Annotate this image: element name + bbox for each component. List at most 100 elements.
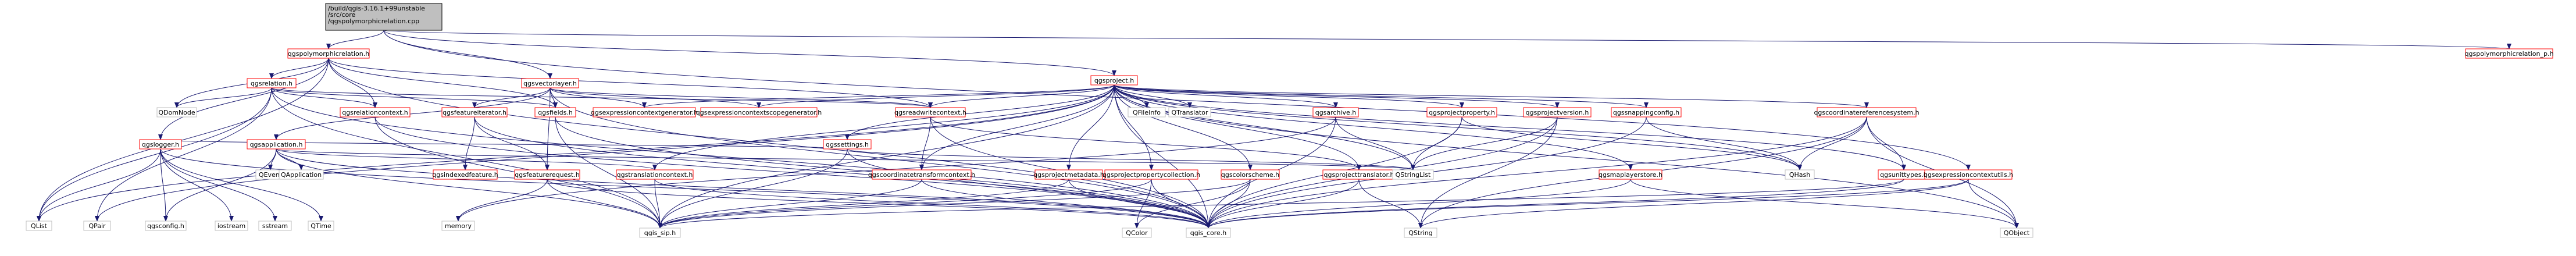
node-label: qgsexpressioncontextutils.h: [1924, 171, 2013, 179]
dependency-edge: [919, 84, 1115, 170]
header-node[interactable]: qgsrelation.h: [247, 78, 297, 88]
dependency-edge: [37, 58, 329, 222]
node-box: [872, 169, 972, 180]
node-label: qgis_core.h: [1190, 229, 1227, 237]
header-node[interactable]: qgssnappingconfig.h: [1611, 107, 1682, 118]
header-node[interactable]: qgsprojecttranslator.h: [1322, 169, 1396, 180]
dependency-edge: [160, 148, 1211, 229]
node-label: QString: [1408, 229, 1433, 237]
header-node[interactable]: qgsprojectproperty.h: [1426, 107, 1497, 118]
node-label: QList: [31, 222, 48, 230]
dependency-edge: [95, 84, 1115, 222]
header-node[interactable]: qgsfeatureiterator.h: [441, 107, 508, 118]
node-box: [215, 221, 248, 231]
node-label: qgsprojectproperty.h: [1429, 109, 1495, 116]
header-node[interactable]: qgsapplication.h: [247, 139, 306, 150]
dependency-edge: [456, 116, 1336, 222]
header-node[interactable]: qgsunittypes.h: [1878, 169, 1930, 180]
header-node[interactable]: qgsmaplayerstore.h: [1599, 169, 1662, 180]
header-node[interactable]: qgstranslationcontext.h: [616, 169, 694, 180]
dependency-edge: [1206, 116, 1867, 229]
header-node: QObject: [2000, 227, 2033, 238]
node-box: [1392, 169, 1434, 180]
header-node[interactable]: qgsvectorlayer.h: [521, 78, 579, 88]
node-label: qgsprojecttranslator.h: [1324, 171, 1394, 179]
node-label: qgsapplication.h: [250, 141, 303, 148]
header-node[interactable]: qgspolymorphicrelation.h: [287, 48, 370, 59]
node-box: [1312, 107, 1359, 118]
header-node[interactable]: qgscoordinatetransformcontext.h: [868, 169, 975, 180]
node-box: [514, 169, 580, 180]
dependency-edge: [757, 84, 1115, 108]
node-label: qgsarchive.h: [1315, 109, 1357, 116]
node-box: [26, 221, 52, 231]
dependency-edge: [383, 30, 1971, 170]
dependency-edge: [1461, 116, 1802, 170]
header-node[interactable]: qgsexpressioncontextscopegenerator.h: [696, 107, 822, 118]
node-label: qgsunittypes.h: [1880, 171, 1928, 179]
header-node[interactable]: qgspolymorphicrelation_p.h: [2465, 48, 2554, 59]
header-node[interactable]: qgsarchive.h: [1312, 107, 1359, 118]
dependency-edge: [550, 87, 933, 108]
header-node[interactable]: qgsexpressioncontextgenerator.h: [591, 107, 698, 118]
node-label: qgsindexedfeature.h: [432, 171, 498, 179]
node-box: [139, 139, 182, 150]
header-node[interactable]: qgsindexedfeature.h: [432, 169, 498, 180]
header-node[interactable]: qgsexpressioncontextutils.h: [1924, 169, 2013, 180]
header-node[interactable]: qgsprojectpropertycollection.h: [1103, 169, 1200, 180]
dependency-edge: [328, 58, 558, 108]
node-label: qgsreadwritecontext.h: [894, 109, 966, 116]
dependency-edge: [658, 148, 848, 229]
header-node[interactable]: qgslogger.h: [139, 139, 182, 150]
header-node[interactable]: qgsrelationcontext.h: [340, 107, 411, 118]
header-node[interactable]: qgsprojectmetadata.h: [1033, 169, 1104, 180]
dependency-edge: [1114, 84, 1906, 170]
dependency-edge: [383, 30, 1116, 76]
dependency-edge: [271, 87, 1211, 229]
header-node: memory: [441, 221, 475, 231]
dependency-edge: [1114, 84, 2019, 229]
header-node: QColor: [1122, 227, 1152, 238]
root-file-node[interactable]: /build/qgis-3.16.1+99unstable/src/core/q…: [325, 3, 443, 31]
node-label: QTime: [311, 222, 331, 230]
dependency-edge: [276, 148, 1211, 229]
node-layer: /build/qgis-3.16.1+99unstable/src/core/q…: [26, 3, 2554, 238]
header-node[interactable]: qgsproject.h: [1090, 75, 1138, 86]
node-label: QApplication: [281, 171, 322, 179]
node-label: /build/qgis-3.16.1+99unstable/src/core/q…: [328, 5, 425, 25]
node-box: [145, 221, 187, 231]
header-node: QFileInfo: [1128, 107, 1166, 118]
header-node[interactable]: qgssettings.h: [823, 139, 872, 150]
node-label: qgsmaplayerstore.h: [1599, 171, 1662, 179]
header-node[interactable]: qgscolorscheme.h: [1221, 169, 1280, 180]
node-box: [247, 139, 306, 150]
dependency-edge: [1968, 179, 2019, 229]
header-node[interactable]: qgsreadwritecontext.h: [894, 107, 966, 118]
node-box: [639, 227, 681, 238]
node-label: qgscolorscheme.h: [1221, 171, 1279, 179]
header-node[interactable]: qgscoordinatereferencesystem.h: [1814, 107, 1919, 118]
node-label: qgspolymorphicrelation.h: [288, 50, 369, 58]
dependency-edge: [1335, 116, 1415, 170]
header-node[interactable]: qgsfeaturerequest.h: [514, 169, 580, 180]
dependency-edge: [174, 87, 272, 108]
dependency-edge: [928, 84, 1115, 108]
dependency-edge: [1114, 84, 1361, 170]
header-node: qgis_sip.h: [639, 227, 681, 238]
node-box: [1221, 169, 1280, 180]
node-label: qgslogger.h: [142, 141, 179, 148]
header-node: qgsconfig.h: [145, 221, 187, 231]
node-box: [247, 78, 297, 88]
header-node[interactable]: qgsprojectversion.h: [1523, 107, 1592, 118]
node-box: [1523, 107, 1592, 118]
dependency-edge: [847, 148, 1415, 170]
node-label: QPair: [88, 222, 106, 230]
node-box: [2000, 227, 2033, 238]
dependency-edge: [642, 84, 1115, 108]
dependency-edge: [1206, 179, 1631, 229]
header-node[interactable]: qgsfields.h: [534, 107, 576, 118]
node-label: qgssettings.h: [826, 141, 869, 148]
dependency-edge: [658, 179, 1069, 229]
dependency-edge: [1114, 84, 1415, 170]
